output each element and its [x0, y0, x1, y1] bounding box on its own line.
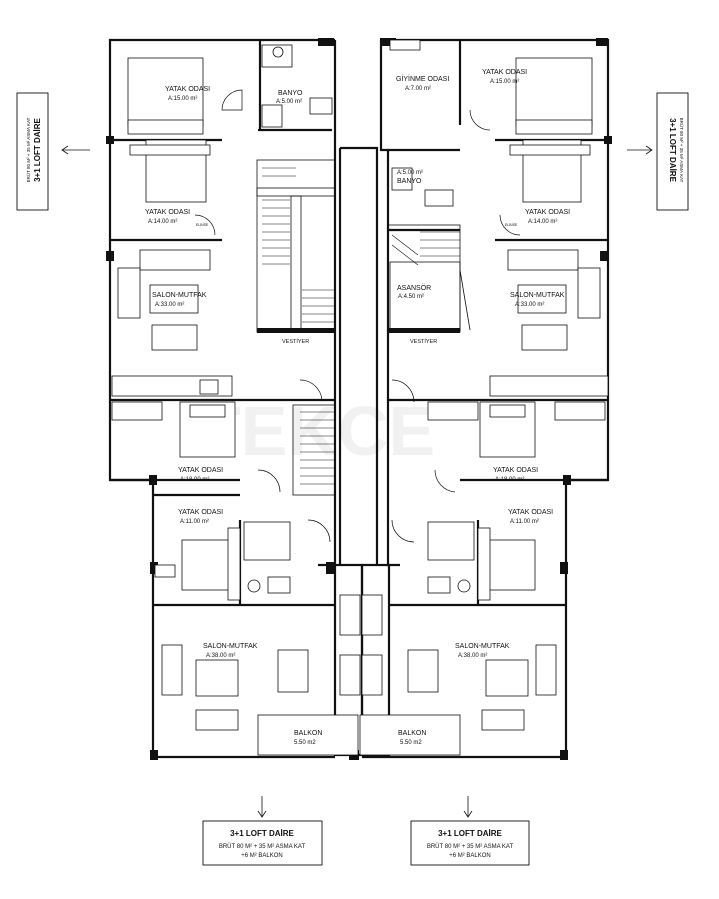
- bottom-title: 3+1 LOFT DAİRE: [230, 829, 294, 838]
- room-area: A:5.00 m²: [276, 99, 302, 105]
- label-bl-yatak18: YATAK ODASI A:18.00 m²: [178, 467, 223, 483]
- side-title: 3+1 LOFT DAİRE: [668, 118, 677, 182]
- label-balkon-right: BALKON 5.50 m2: [398, 730, 426, 746]
- room-area: A:11.00 m²: [510, 519, 539, 525]
- right-building-walls: [362, 38, 610, 759]
- room-name: ASANSÖR: [397, 284, 431, 292]
- balkon-area: 5.50 m2: [294, 740, 316, 746]
- furniture-lower-left: [154, 521, 361, 756]
- label-tr-giyinme: GİYİNME ODASI A:7.00 m²: [396, 74, 449, 92]
- side-sub: BRÜT 80 M² + 35 M² ASMA KAT: [679, 118, 685, 183]
- room-area: A:33.00 m²: [515, 302, 544, 308]
- elbise-dolap-label: ELBİSE: [196, 222, 209, 227]
- label-br-yatak18: YATAK ODASI A:18.00 m²: [493, 467, 538, 483]
- label-tl-yatak1: YATAK ODASI A:15.00 m²: [165, 86, 210, 102]
- label-tl-salon: SALON-MUTFAK A:33.00 m²: [152, 292, 207, 308]
- label-tr-salon: SALON-MUTFAK A:33.00 m²: [510, 292, 565, 308]
- furniture-middle: [111, 401, 606, 458]
- label-tr-yatak1: YATAK ODASI A:15.00 m²: [482, 69, 527, 85]
- stair-center-lower: [292, 404, 336, 496]
- furniture-lower-right: [359, 521, 557, 756]
- side-title: 3+1 LOFT DAİRE: [33, 117, 42, 181]
- label-bl-yatak11: YATAK ODASI A:11.00 m²: [178, 509, 223, 525]
- room-name: YATAK ODASI: [482, 69, 527, 76]
- room-name: SALON-MUTFAK: [152, 292, 207, 299]
- bottom-line3: +6 M² BALKON: [241, 853, 283, 859]
- room-name: SALON-MUTFAK: [510, 292, 565, 299]
- furniture-top-left: [111, 44, 333, 397]
- elbise-dolap-label-right: ELBİSE: [505, 222, 518, 227]
- label-br-yatak11: YATAK ODASI A:11.00 m²: [508, 509, 553, 525]
- room-area: A:7.00 m²: [405, 86, 431, 92]
- room-area: A:18.00 m²: [495, 477, 524, 483]
- room-area: A:33.00 m²: [155, 302, 184, 308]
- arrow-right-icon: [627, 145, 653, 155]
- room-name: YATAK ODASI: [178, 467, 223, 474]
- arrow-left-icon: [61, 145, 90, 155]
- room-name: SALON-MUTFAK: [455, 643, 510, 650]
- room-area: A:5.00 m²: [397, 170, 423, 176]
- room-name: SALON-MUTFAK: [203, 643, 258, 650]
- structural-columns: [106, 38, 612, 760]
- room-area: A:15.00 m²: [168, 96, 197, 102]
- doors: [194, 89, 521, 543]
- arrow-down-left-icon: [257, 796, 267, 818]
- furniture-top-right: [389, 39, 609, 397]
- room-name: YATAK ODASI: [178, 509, 223, 516]
- room-name: GİYİNME ODASI: [396, 74, 449, 83]
- balkon-area: 5.50 m2: [400, 740, 422, 746]
- stair-left-upper: [256, 159, 336, 333]
- room-name: YATAK ODASI: [508, 509, 553, 516]
- room-area: A:38.00 m²: [206, 653, 235, 659]
- label-bl-salon: SALON-MUTFAK A:38.00 m²: [203, 643, 258, 659]
- side-label-left: 3+1 LOFT DAİRE BRÜT 80 M² + 35 M² ASMA K…: [16, 92, 49, 211]
- label-tl-banyo: BANYO A:5.00 m²: [276, 90, 303, 105]
- balkon-name: BALKON: [398, 730, 426, 737]
- bottom-line3: +6 M² BALKON: [449, 853, 491, 859]
- room-area: A:11.00 m²: [180, 519, 209, 525]
- room-name: YATAK ODASI: [165, 86, 210, 93]
- room-name: BANYO: [397, 178, 422, 185]
- room-area: A:18.00 m²: [180, 477, 209, 483]
- room-area: A:14.00 m²: [148, 219, 177, 225]
- room-area: A:4.50 m²: [398, 294, 424, 300]
- side-label-right: 3+1 LOFT DAİRE BRÜT 80 M² + 35 M² ASMA K…: [656, 92, 689, 211]
- bottom-label-right: 3+1 LOFT DAİRE BRÜT 80 M² + 35 M² ASMA K…: [410, 820, 530, 866]
- room-name: YATAK ODASI: [493, 467, 538, 474]
- balkon-name: BALKON: [294, 730, 322, 737]
- label-tr-yatak2: YATAK ODASI A:14.00 m²: [525, 209, 570, 225]
- vestiyer-right: VESTİYER: [410, 338, 437, 345]
- label-tl-yatak2: YATAK ODASI A:14.00 m²: [145, 209, 190, 225]
- arrow-down-right-icon: [463, 796, 473, 818]
- elevator: [389, 261, 471, 333]
- side-sub: BRÜT 80 M² + 35 M² ASMA KAT: [25, 117, 31, 182]
- label-balkon-left: BALKON 5.50 m2: [294, 730, 322, 746]
- vestiyer-left: VESTİYER: [282, 338, 309, 345]
- label-tr-banyo: A:5.00 m² BANYO: [397, 170, 423, 185]
- room-name: YATAK ODASI: [525, 209, 570, 216]
- room-area: A:38.00 m²: [458, 653, 487, 659]
- bottom-title: 3+1 LOFT DAİRE: [438, 829, 502, 838]
- room-name: BANYO: [278, 90, 303, 97]
- label-br-salon: SALON-MUTFAK A:38.00 m²: [455, 643, 510, 659]
- label-asansor: ASANSÖR A:4.50 m²: [397, 284, 431, 300]
- bottom-label-left: 3+1 LOFT DAİRE BRÜT 80 M² + 35 M² ASMA K…: [202, 820, 323, 866]
- room-area: A:14.00 m²: [528, 219, 557, 225]
- room-name: YATAK ODASI: [145, 209, 190, 216]
- stair-right-upper: [387, 224, 461, 333]
- bottom-line2: BRÜT 80 M² + 35 M² ASMA KAT: [427, 843, 514, 850]
- room-area: A:15.00 m²: [490, 79, 519, 85]
- bottom-line2: BRÜT 80 M² + 35 M² ASMA KAT: [219, 843, 306, 850]
